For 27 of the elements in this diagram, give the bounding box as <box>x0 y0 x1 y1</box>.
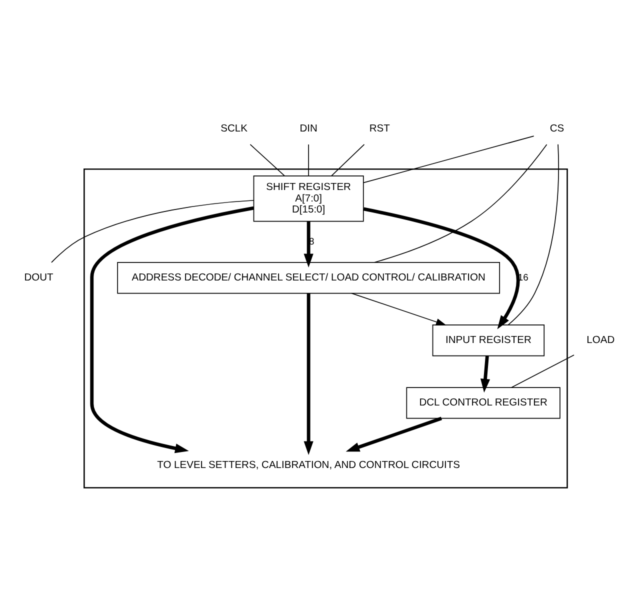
connector <box>508 143 559 325</box>
node-box: INPUT REGISTER <box>432 324 545 356</box>
connector <box>374 144 548 262</box>
node-text: CS <box>550 123 564 134</box>
arrow <box>351 292 446 325</box>
connector <box>51 199 254 262</box>
node-box: ADDRESS DECODE/ CHANNEL SELECT/ LOAD CONTROL/ CALIBRATION <box>117 262 500 294</box>
connector <box>363 135 534 183</box>
cluster <box>84 168 568 488</box>
connector <box>511 354 574 388</box>
arrow <box>363 206 520 329</box>
connector <box>308 144 309 176</box>
arrow <box>304 221 314 267</box>
node-text: TO LEVEL SETTERS, CALIBRATION, AND CONTROL CIRCUITS <box>157 460 460 471</box>
node-text: RST <box>369 123 390 134</box>
node-box: SHIFT REGISTER A[7:0] D[15:0] <box>253 175 364 222</box>
arrow <box>480 355 490 392</box>
arrow <box>346 416 442 452</box>
node-box: DCL CONTROL REGISTER <box>406 386 560 418</box>
node-text: DIN <box>300 123 318 134</box>
node-text: DOUT <box>24 272 54 284</box>
node-text: LOAD <box>586 334 615 346</box>
arrow <box>90 206 254 453</box>
connector <box>331 144 365 176</box>
node-text: SCLK <box>220 123 248 134</box>
arrow <box>304 292 314 454</box>
connector <box>250 144 285 176</box>
